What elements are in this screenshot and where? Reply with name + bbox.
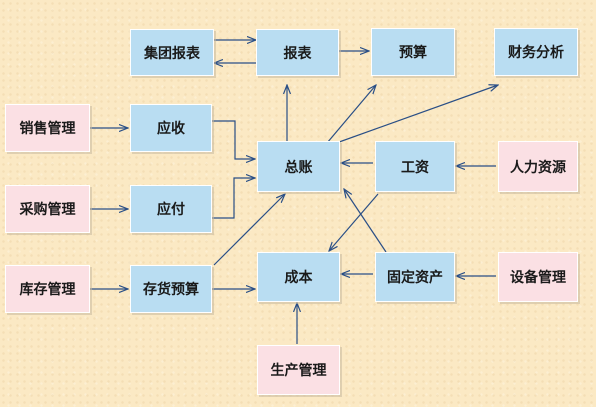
arrow-zongzhang-to-yusuan (327, 85, 376, 143)
node-yingfu[interactable]: 应付 (130, 185, 212, 233)
node-chengben[interactable]: 成本 (257, 252, 340, 302)
node-zongzhang[interactable]: 总账 (257, 141, 340, 192)
node-shengchan-guanli[interactable]: 生产管理 (257, 345, 340, 395)
arrow-guding-to-zongzhang (344, 189, 387, 253)
node-caigou-guanli[interactable]: 采购管理 (5, 185, 90, 233)
node-gongzi[interactable]: 工资 (375, 141, 455, 192)
node-cunhuo-yusuan[interactable]: 存货预算 (130, 265, 212, 313)
node-baobiao[interactable]: 报表 (256, 29, 339, 76)
arrow-cunhuo-to-zongzhang (213, 194, 285, 266)
node-kucun-guanli[interactable]: 库存管理 (5, 265, 90, 313)
node-shebei-guanli[interactable]: 设备管理 (498, 252, 578, 302)
arrow-gongzi-to-chengben (329, 193, 379, 251)
node-yusuan[interactable]: 预算 (371, 28, 455, 76)
node-jituan-baobiao[interactable]: 集团报表 (130, 29, 214, 76)
arrow-yingfu-to-zongzhang (212, 178, 255, 219)
node-renli-ziyuan[interactable]: 人力资源 (498, 141, 578, 192)
node-guding-zichan[interactable]: 固定资产 (375, 252, 455, 302)
arrow-yingshou-to-zongzhang (212, 120, 255, 159)
node-caiwu-fenxi[interactable]: 财务分析 (494, 28, 578, 76)
arrow-zongzhang-to-caiwu (328, 85, 498, 146)
node-yingshou[interactable]: 应收 (130, 104, 212, 152)
node-xiaoshou-guanli[interactable]: 销售管理 (5, 104, 90, 152)
